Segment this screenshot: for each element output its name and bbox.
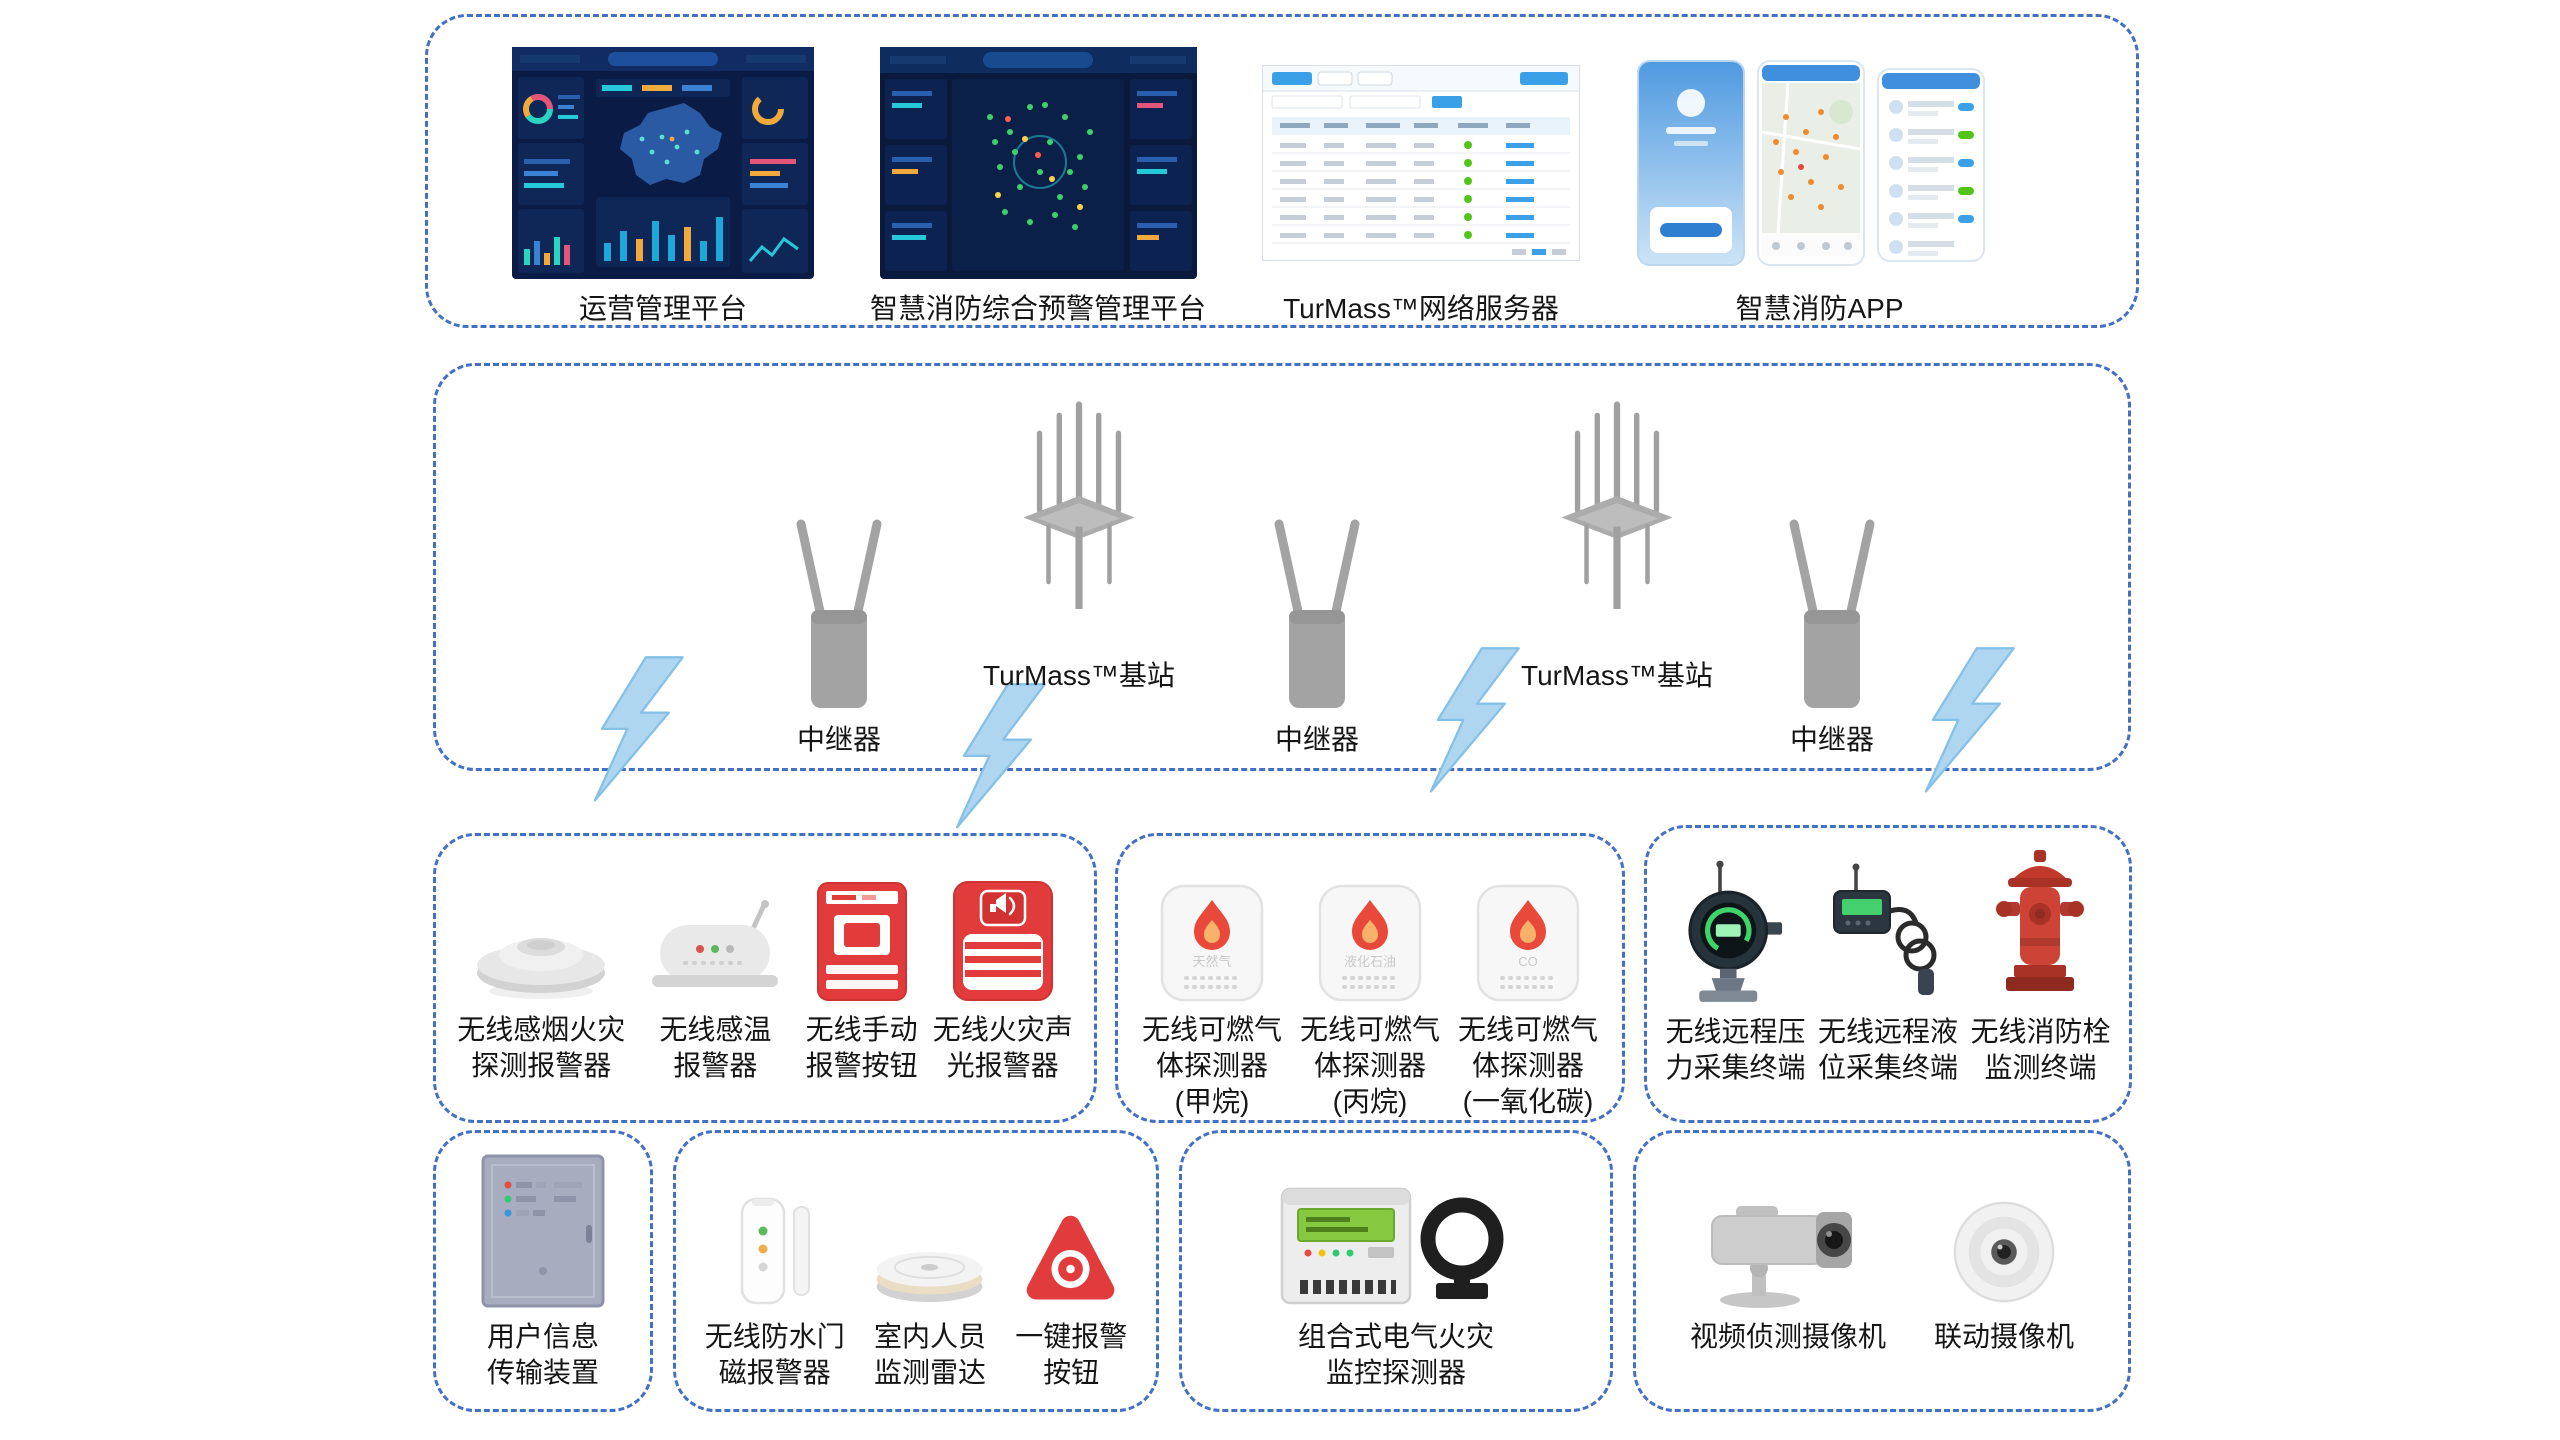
- base-station-label: TurMass™基站: [983, 660, 1175, 691]
- device-label: 无线手动 报警按钮: [805, 1014, 918, 1081]
- platform-label: 运营管理平台: [578, 293, 747, 324]
- device-label: 视频侦测摄像机: [1689, 1321, 1886, 1352]
- device-label: 无线可燃气 体探测器 (甲烷): [1141, 1014, 1282, 1117]
- device-label: 无线远程液 位采集终端: [1817, 1016, 1958, 1083]
- group-fire-alarm-devices: 无线感烟火灾 探测报警器 无线感温 报警器: [433, 833, 1097, 1123]
- device-gas-detector-propane: 液化石油 无线可燃气 体探测器 (丙烷): [1300, 854, 1440, 1119]
- lightning-icon: [955, 683, 1046, 829]
- network-node-repeater-1: 中继器: [764, 506, 914, 758]
- device-label: 联动摄像机: [1933, 1321, 2074, 1352]
- repeater-label: 中继器: [796, 724, 881, 755]
- fire-hydrant-icon: [1996, 850, 2085, 991]
- web-server-image: [1262, 65, 1581, 261]
- device-linkage-camera: 联动摄像机: [1934, 1151, 2074, 1355]
- lightning-icon: [1924, 647, 2015, 793]
- control-cabinet-icon: [481, 1154, 605, 1308]
- device-hydrant-terminal: 无线消防栓 监测终端: [1970, 846, 2111, 1086]
- gas-watermark: 液化石油: [1344, 954, 1396, 969]
- lightning-icon: [1429, 647, 1520, 793]
- group-cameras: 视频侦测摄像机 联动摄像机: [1633, 1130, 2131, 1412]
- device-sound-light-alarm: 无线火灾声 光报警器: [933, 854, 1073, 1084]
- bullet-camera-icon: [1710, 1206, 1852, 1308]
- repeater-icon: [796, 519, 882, 708]
- gas-detector-icon: 液化石油: [1318, 884, 1422, 1002]
- device-electrical-fire-detector: 组合式电气火灾 监控探测器: [1276, 1151, 1516, 1391]
- base-station-label: TurMass™基站: [1521, 660, 1713, 691]
- repeater-label: 中继器: [1789, 724, 1874, 755]
- device-heat-detector: 无线感温 报警器: [640, 854, 790, 1084]
- device-label: 一键报警 按钮: [1015, 1321, 1128, 1388]
- gas-detector-icon: CO: [1476, 884, 1580, 1002]
- platform-app: 智慧消防APP: [1636, 37, 2003, 327]
- device-label: 无线感温 报警器: [659, 1014, 772, 1081]
- ops-dashboard-screenshot: [512, 37, 814, 289]
- device-panic-button: 一键报警 按钮: [1015, 1151, 1127, 1391]
- platform-label: 智慧消防综合预警管理平台: [870, 293, 1207, 324]
- gas-watermark: 天然气: [1192, 954, 1231, 969]
- device-label: 无线可燃气 体探测器 (一氧化碳): [1457, 1014, 1598, 1117]
- panic-button-icon: [1026, 1215, 1115, 1300]
- device-label: 用户信息 传输装置: [486, 1321, 599, 1388]
- network-node-base-station-2: TurMass™基站: [1521, 392, 1713, 694]
- group-user-info-transmitter: 用户信息 传输装置: [433, 1130, 653, 1412]
- smoke-detector-icon: [477, 938, 606, 999]
- repeater-label: 中继器: [1274, 724, 1359, 755]
- platform-fire-warning: 智慧消防综合预警管理平台: [870, 37, 1206, 327]
- device-label: 无线火灾声 光报警器: [932, 1014, 1073, 1081]
- gas-detector-icon: 天然气: [1160, 884, 1264, 1002]
- base-station-icon: [1023, 401, 1135, 609]
- device-label: 无线消防栓 监测终端: [1970, 1016, 2111, 1083]
- device-label: 组合式电气火灾 监控探测器: [1297, 1321, 1494, 1388]
- gas-watermark: CO: [1518, 954, 1538, 969]
- network-node-repeater-2: 中继器: [1242, 506, 1392, 758]
- web-server-screenshot: [1262, 37, 1581, 289]
- device-occupancy-radar: 室内人员 监测雷达: [867, 1151, 992, 1391]
- group-network: 中继器 TurMass™基站: [433, 363, 2131, 829]
- network-node-base-station-1: TurMass™基站: [983, 392, 1175, 694]
- app-screenshot: [1636, 37, 2003, 289]
- group-platforms: 运营管理平台: [425, 14, 2139, 328]
- repeater-icon: [1274, 519, 1360, 708]
- pressure-terminal-icon: [1688, 860, 1783, 1002]
- platform-network-server: TurMass™网络服务器: [1262, 37, 1581, 327]
- device-user-info-transmitter: 用户信息 传输装置: [478, 1151, 608, 1391]
- device-label: 无线远程压 力采集终端: [1665, 1016, 1806, 1083]
- round-camera-icon: [1953, 1201, 2055, 1303]
- platform-label: TurMass™网络服务器: [1283, 293, 1559, 324]
- radar-icon: [877, 1252, 983, 1303]
- device-gas-detector-co: CO 无线可燃气 体探测器 (一氧化碳): [1458, 854, 1598, 1119]
- network-node-repeater-3: 中继器: [1757, 506, 1907, 758]
- repeater-icon: [1789, 519, 1875, 708]
- device-bullet-camera: 视频侦测摄像机: [1690, 1151, 1886, 1355]
- device-label: 无线感烟火灾 探测报警器: [457, 1014, 626, 1081]
- device-door-magnet-alarm: 无线防水门 磁报警器: [705, 1151, 845, 1391]
- group-electrical-fire: 组合式电气火灾 监控探测器: [1179, 1130, 1613, 1412]
- ops-dashboard-image: [512, 47, 814, 279]
- group-gas-detectors: 天然气 无线可燃气 体探测器 (甲烷) 液化石油: [1115, 833, 1625, 1123]
- manual-call-point-icon: [816, 882, 907, 1001]
- device-gas-detector-methane: 天然气 无线可燃气 体探测器 (甲烷): [1142, 854, 1282, 1119]
- device-label: 室内人员 监测雷达: [873, 1321, 986, 1388]
- platform-operations: 运营管理平台: [512, 37, 814, 327]
- base-station-icon: [1561, 401, 1673, 609]
- sound-light-alarm-icon: [952, 881, 1053, 1001]
- platform-label: 智慧消防APP: [1735, 293, 1904, 324]
- door-magnet-icon: [740, 1197, 811, 1305]
- heat-detector-icon: [652, 900, 779, 987]
- device-manual-call-point: 无线手动 报警按钮: [806, 854, 918, 1084]
- device-smoke-detector: 无线感烟火灾 探测报警器: [457, 854, 625, 1084]
- electrical-fire-detector-icon: [1280, 1187, 1504, 1305]
- level-terminal-icon: [1833, 863, 1937, 995]
- lightning-icon: [593, 656, 684, 802]
- device-pressure-terminal: 无线远程压 力采集终端: [1665, 846, 1806, 1086]
- group-indoor-devices: 无线防水门 磁报警器 室内人员 监测雷达: [673, 1130, 1159, 1412]
- group-pipeline-monitoring: 无线远程压 力采集终端 无线远程液 位采集: [1644, 825, 2132, 1123]
- device-level-terminal: 无线远程液 位采集终端: [1818, 846, 1958, 1086]
- device-label: 无线可燃气 体探测器 (丙烷): [1299, 1014, 1440, 1117]
- app-image: [1637, 60, 1986, 266]
- fire-dashboard-screenshot: [879, 37, 1197, 289]
- fire-dashboard-image: [879, 47, 1197, 279]
- device-label: 无线防水门 磁报警器: [704, 1321, 845, 1388]
